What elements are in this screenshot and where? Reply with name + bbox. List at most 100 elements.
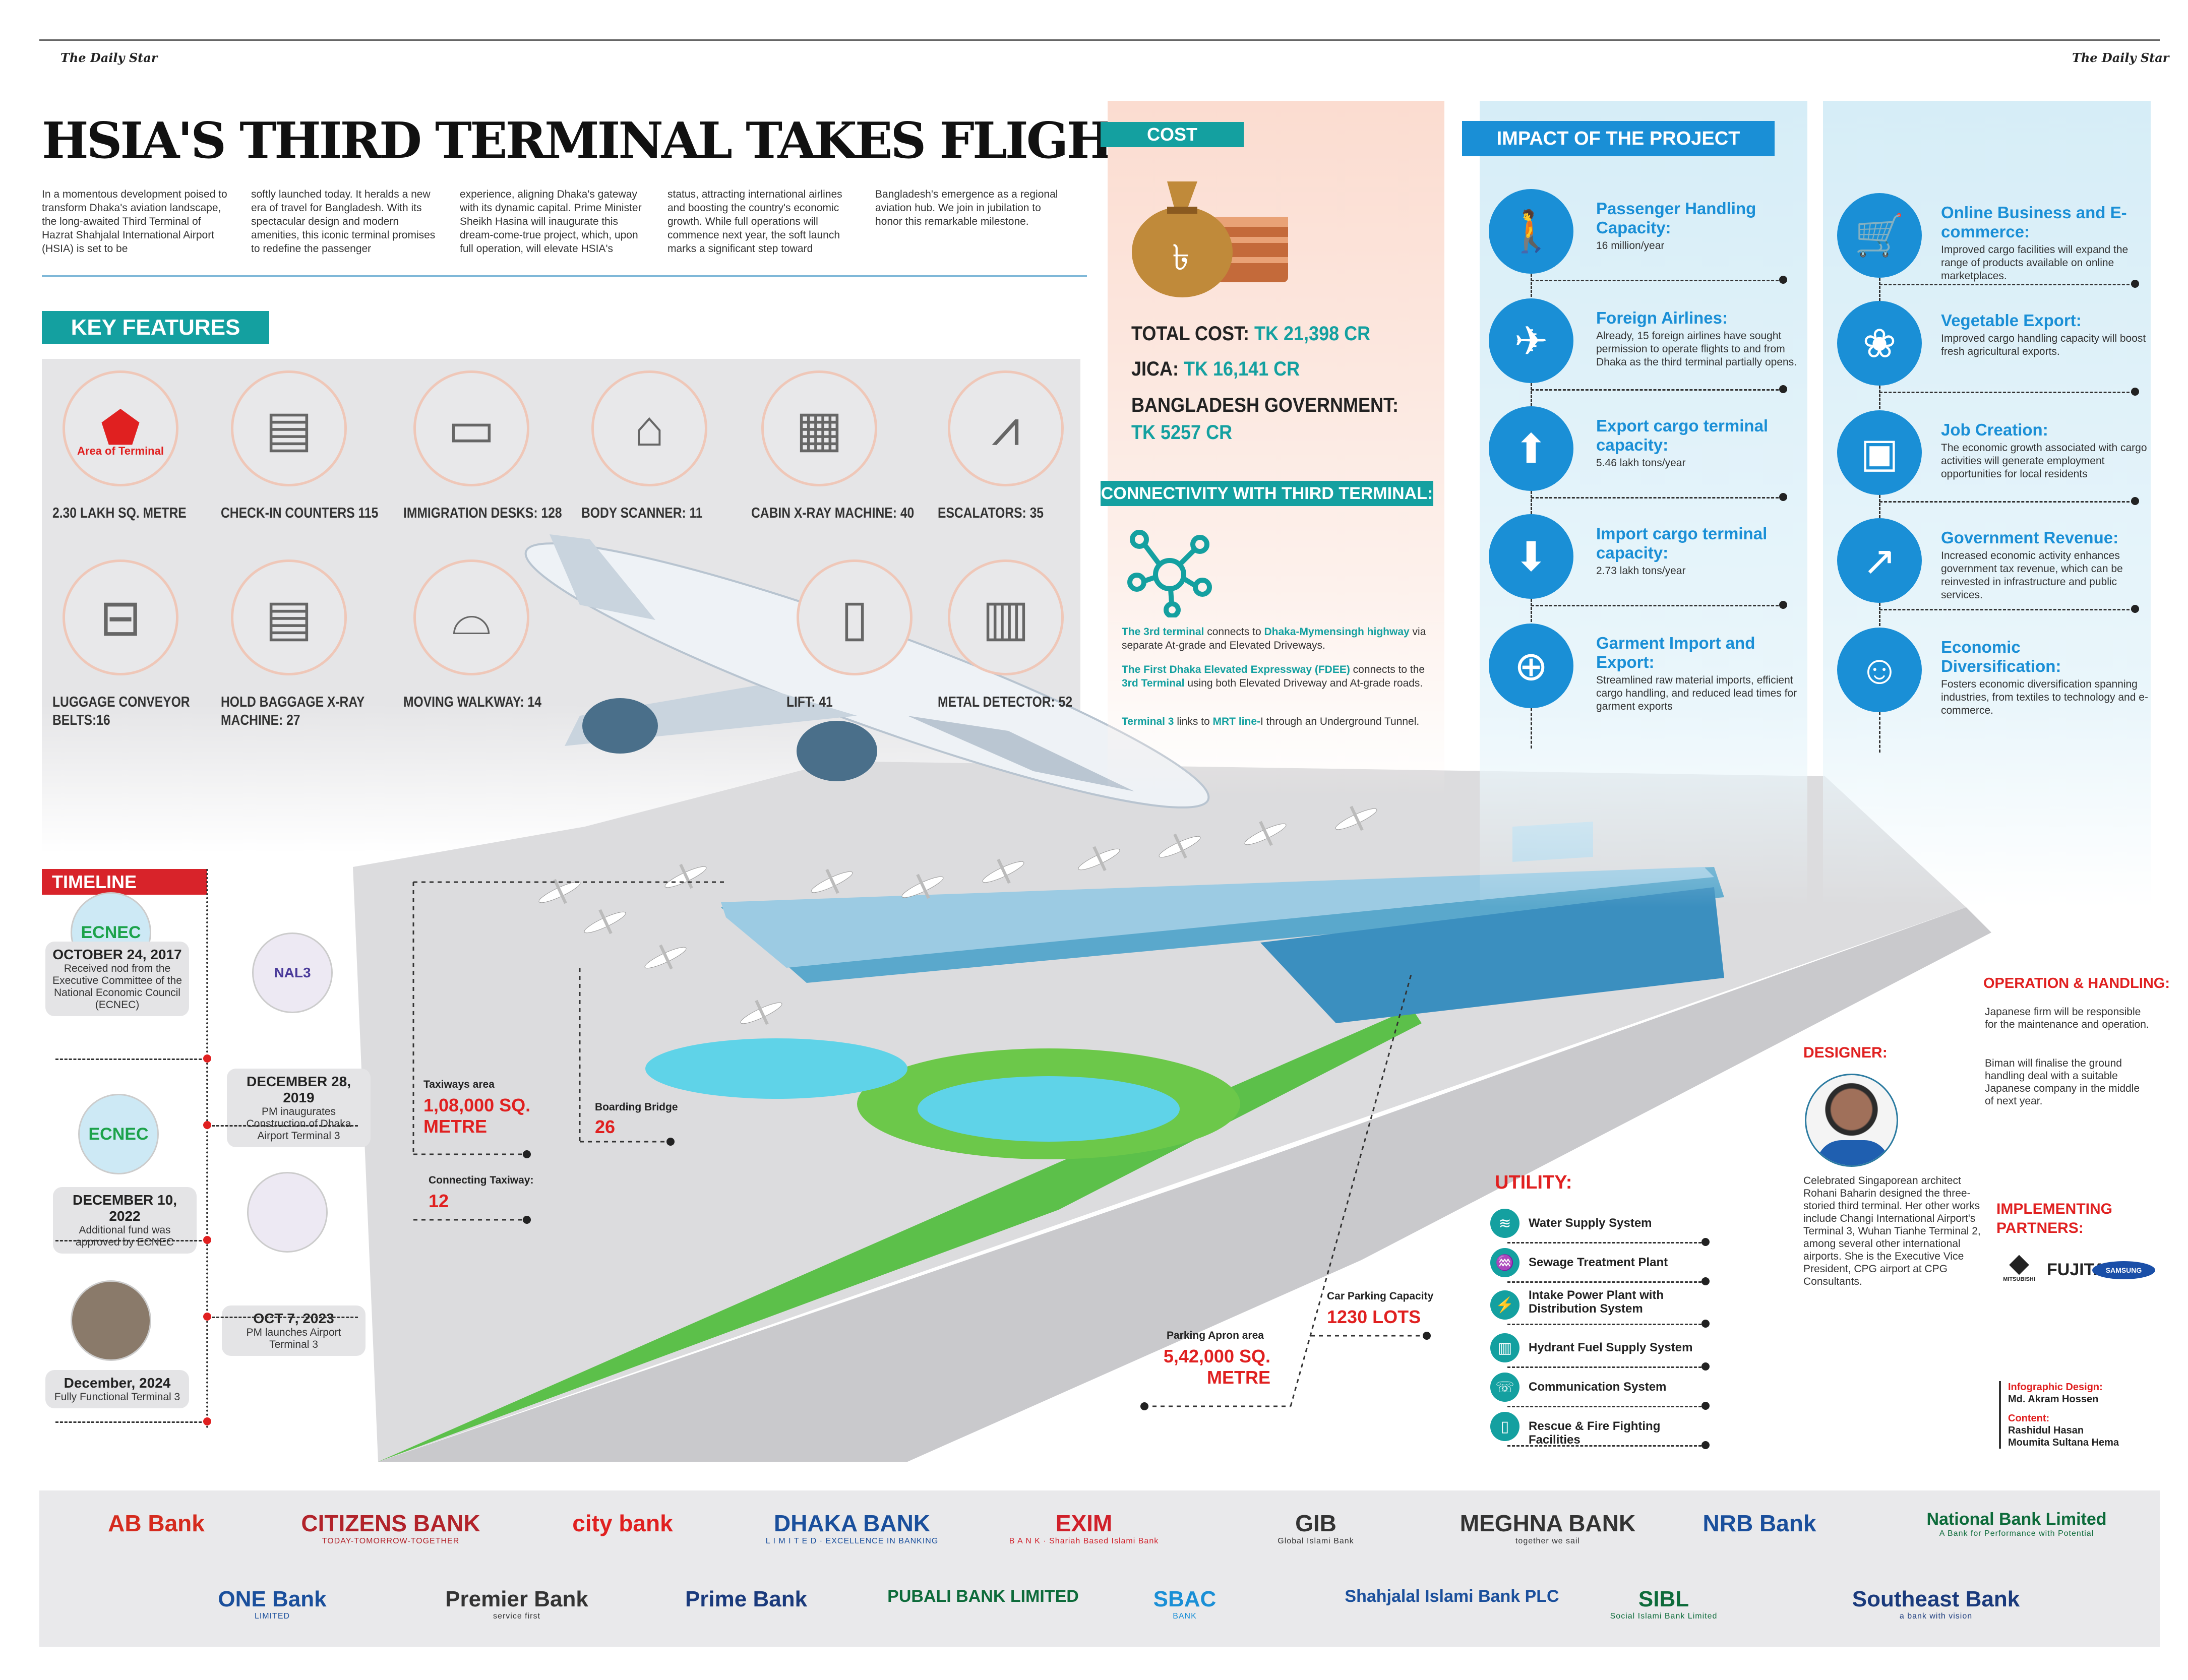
feature-glyph: ⩘ (991, 400, 1020, 456)
feature-glyph: ▥ (982, 589, 1030, 646)
metal-detector-icon: ▥ (948, 559, 1064, 675)
divider (42, 275, 1087, 277)
timeline-arrow (55, 1240, 202, 1241)
communication-icon: ☏ (1490, 1373, 1520, 1402)
intro-column: status, attracting international airline… (667, 189, 842, 255)
timeline-photo: ECNEC (78, 1094, 159, 1174)
timeline-text: Additional fund was approved by ECNEC (76, 1224, 174, 1248)
xray-machine-icon: ▦ (761, 370, 877, 486)
timeline-text: Received nod from the Executive Committe… (52, 963, 182, 1011)
sponsor-name: ONE Bank (218, 1587, 327, 1611)
impact-description: Improved cargo facilities will expand th… (1941, 244, 2129, 282)
connector (1507, 1366, 1701, 1368)
connector-vertical (1531, 274, 1532, 297)
timeline-text: Fully Functional Terminal 3 (54, 1391, 180, 1403)
impact-title: Export cargo terminal capacity: (1596, 416, 1769, 454)
credits: Infographic Design: Md. Akram Hossen Con… (1999, 1381, 2119, 1449)
feature-glyph: ▤ (265, 589, 313, 646)
escalator-icon: ⩘ (948, 370, 1064, 486)
connecting-taxiway-value: 12 (429, 1191, 449, 1211)
connector (1879, 392, 2134, 393)
timeline-marker (203, 1121, 211, 1129)
body-scanner-icon: ⌂ (591, 370, 707, 486)
impact-title: Passenger Handling Capacity: (1596, 199, 1756, 237)
connector-vertical (1531, 708, 1532, 749)
parked-airplane (811, 868, 853, 894)
government-cost: TK 5257 CR (1131, 421, 1233, 444)
government-cost-label: BANGLADESH GOVERNMENT: (1131, 394, 1399, 416)
briefcase-icon: ▣ (1837, 410, 1922, 495)
revenue-chart-icon: ↗ (1837, 518, 1922, 603)
parking-apron-label: Parking Apron area (1167, 1330, 1264, 1341)
impact-description: 2.73 lakh tons/year (1596, 565, 1686, 577)
taxiways-label: Taxiways area (423, 1079, 495, 1090)
key-features-heading: KEY FEATURES (42, 311, 269, 344)
impact-title: Job Creation: (1941, 420, 2048, 439)
sponsor-tagline: LIMITED (254, 1612, 290, 1621)
feature-glyph: ▦ (795, 400, 843, 457)
sponsor-tagline: service first (493, 1612, 540, 1621)
power-plant-icon: ⚡ (1490, 1290, 1520, 1320)
connector (1507, 1324, 1701, 1325)
sponsor-logo: Shahjalal Islami Bank PLC (1341, 1587, 1563, 1606)
connector-dot (1779, 493, 1787, 501)
partners-heading: IMPLEMENTING PARTNERS: (1996, 1201, 2112, 1236)
timeline-marker (203, 1054, 211, 1063)
samsung-logo: SAMSUNG (2092, 1261, 2155, 1279)
airport-illustration (353, 534, 1991, 1462)
top-rule (39, 39, 2160, 41)
connector-vertical (1531, 599, 1532, 622)
impact-title: Government Revenue: (1941, 528, 2119, 547)
feature-glyph: ▤ (265, 400, 313, 457)
map-pin-glyph: ⬟ (100, 403, 141, 454)
timeline-photo: NAL3 (252, 932, 333, 1013)
connector-vertical (1531, 383, 1532, 406)
sponsor-logo: PUBALI BANK LIMITED (872, 1587, 1094, 1606)
connector-dot (1779, 385, 1787, 393)
impact-title: Online Business and E-commerce: (1941, 203, 2127, 241)
utility-item: Communication System (1529, 1380, 1667, 1394)
pool (918, 1076, 1180, 1142)
hold-baggage-xray-icon: ▤ (231, 559, 347, 675)
sponsor-tagline: Social Islami Bank Limited (1610, 1612, 1718, 1621)
sponsor-name: SIBL (1638, 1587, 1689, 1611)
impact-description: 16 million/year (1596, 240, 1665, 252)
parked-airplane (982, 858, 1024, 884)
connector-dot (2131, 280, 2139, 288)
car-parking-label: Car Parking Capacity (1327, 1290, 1434, 1302)
intro-column: softly launched today. It heralds a new … (251, 189, 436, 255)
cost-heading: COST (1101, 122, 1244, 147)
ecnec-logo: ECNEC (81, 922, 141, 942)
feature-label: ESCALATORS: 35 (938, 505, 1044, 521)
utility-item: Sewage Treatment Plant (1529, 1256, 1668, 1269)
connectivity-heading: CONNECTIVITY WITH THIRD TERMINAL: (1101, 481, 1433, 506)
impact-heading: IMPACT OF THE PROJECT (1462, 121, 1775, 156)
feature-glyph: ▯ (840, 589, 869, 646)
feature-label: LIFT: 41 (786, 694, 833, 710)
check-in-counter-icon: ▤ (231, 370, 347, 486)
connector (1531, 497, 1783, 499)
designer-bio: Celebrated Singaporean architect Rohani … (1803, 1175, 1981, 1287)
connector (1879, 609, 2134, 610)
sponsor-name: city bank (572, 1510, 673, 1536)
connector-vertical (1879, 278, 1880, 301)
timeline-arrow (212, 1317, 358, 1318)
connector-vertical (1879, 712, 1880, 753)
parked-airplane (901, 874, 944, 899)
ecnec-logo: ECNEC (88, 1124, 149, 1144)
timeline-photo (247, 1172, 328, 1253)
timeline-marker (203, 1236, 211, 1244)
connector-dot (1701, 1238, 1710, 1246)
lift-icon: ▯ (797, 559, 913, 675)
connector-dot (2131, 497, 2139, 505)
connector-vertical (1531, 491, 1532, 514)
timeline-text: PM inaugurates Construction of Dhaka Air… (246, 1106, 351, 1142)
